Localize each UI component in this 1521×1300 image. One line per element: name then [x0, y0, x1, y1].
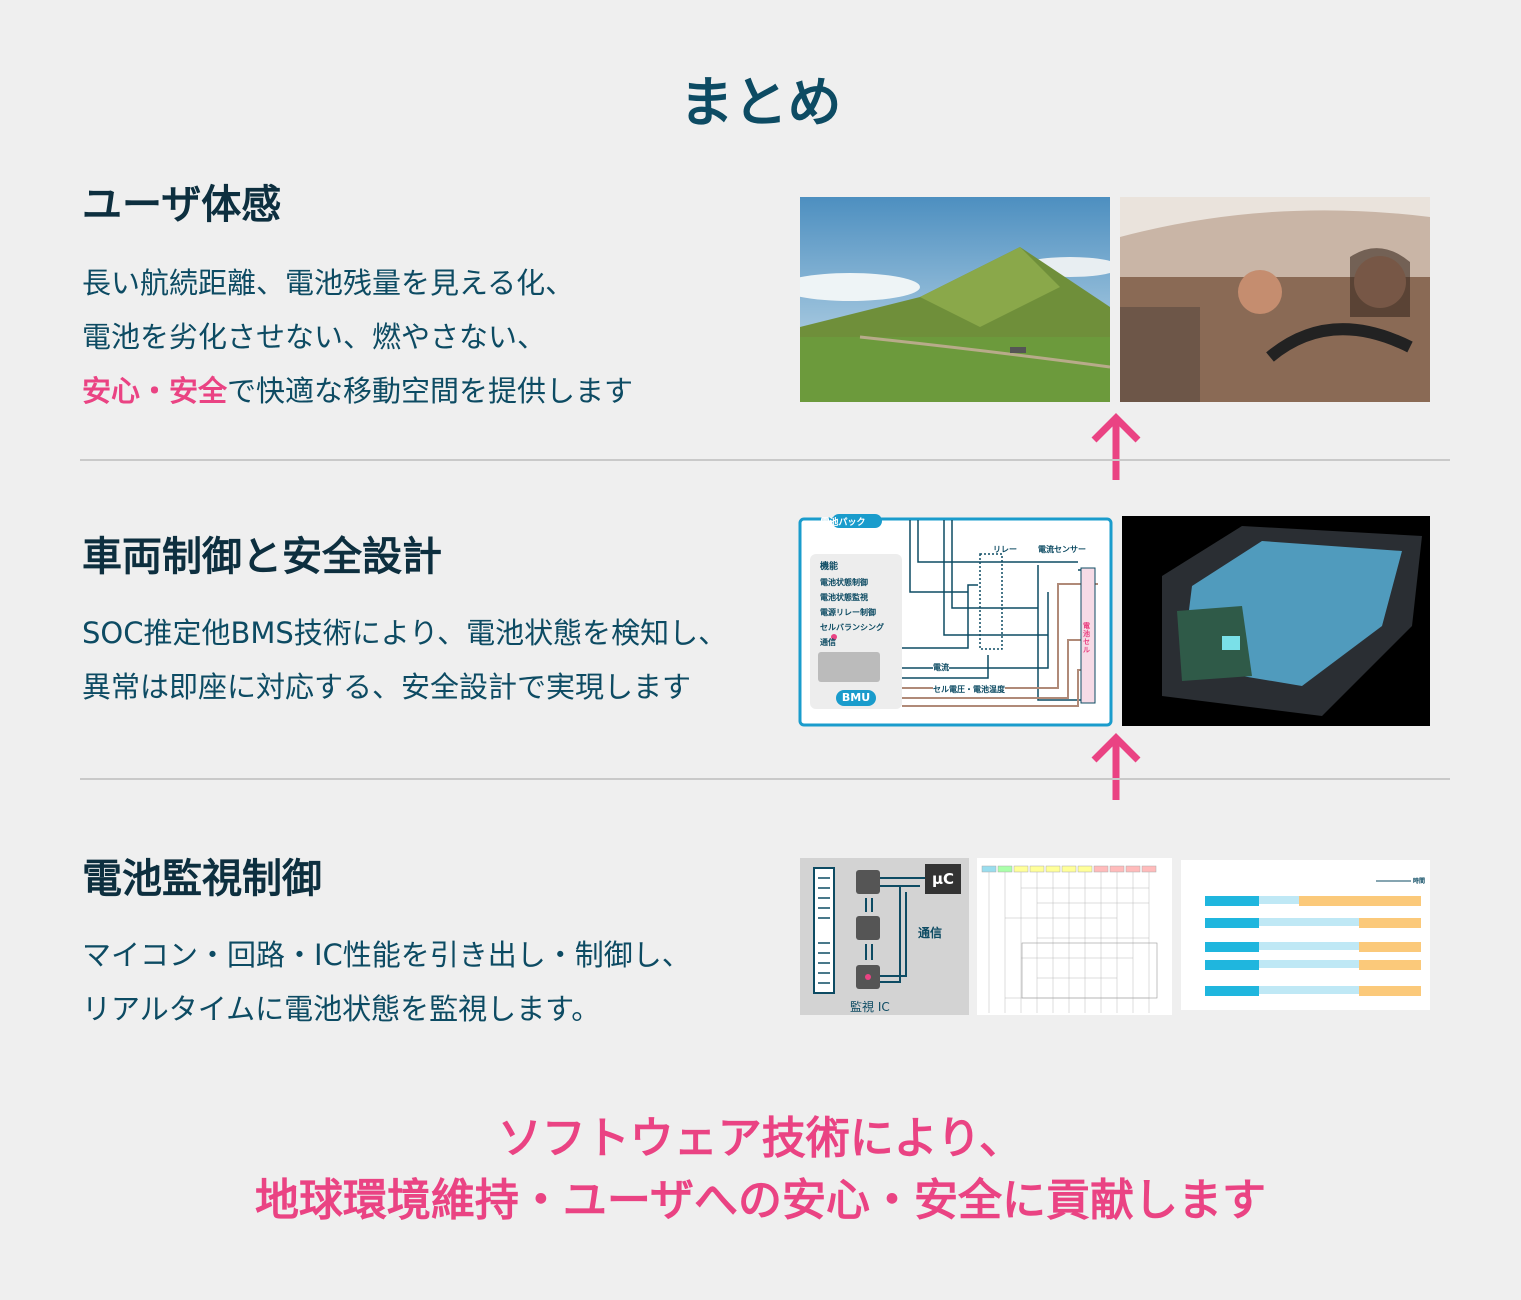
- section-heading-user-experience: ユーザ体感: [82, 182, 282, 228]
- body-line: SOC推定他BMS技術により、電池状態を検知し、: [82, 616, 728, 650]
- time-axis-label: 時間: [1413, 878, 1426, 885]
- monitor-ic-diagram: µC 通信 監視 IC: [800, 858, 969, 1015]
- final-message-line: 地球環境維持・ユーザへの安心・安全に貢献します: [254, 1175, 1267, 1226]
- bms-block-diagram: 電池パック 機能 電池状態制御 電池状態監視 電源リレー制御 セルバランシング …: [798, 510, 1114, 728]
- section-heading-battery-monitoring: 電池監視制御: [82, 856, 322, 902]
- sequence-diagram: [977, 858, 1172, 1015]
- final-message-line: ソフトウェア技術により、: [497, 1113, 1024, 1164]
- function-item: 電源リレー制御: [820, 608, 876, 617]
- section-body-user-experience: 長い航続距離、電池残量を見える化、 電池を劣化させない、燃やさない、 安心・安全…: [82, 256, 633, 418]
- timing-chart: 時間: [1181, 860, 1430, 1010]
- battery-pack-label: 電池パック: [820, 518, 866, 528]
- mcu-label: µC: [931, 870, 955, 888]
- current-label: 電流: [933, 662, 949, 673]
- body-line: リアルタイムに電池状態を監視します。: [82, 992, 601, 1026]
- section-divider: [80, 778, 1450, 780]
- bmu-label: BMU: [841, 691, 871, 704]
- function-item: セルバランシング: [820, 623, 884, 632]
- cell-voltage-label: セル電圧・電池温度: [933, 684, 1005, 695]
- body-line: 長い航続距離、電池残量を見える化、: [82, 266, 575, 300]
- functions-title: 機能: [820, 562, 839, 572]
- final-message: ソフトウェア技術により、 地球環境維持・ユーザへの安心・安全に貢献します: [0, 1108, 1521, 1232]
- arrow-up-icon: [1086, 732, 1146, 802]
- mountain-road-photo: [800, 197, 1110, 402]
- function-item: 電池状態監視: [820, 593, 868, 602]
- functions-list: 電池状態制御 電池状態監視 電源リレー制御 セルバランシング 通信: [820, 575, 884, 650]
- monitor-ic-label: 監視 IC: [850, 1000, 890, 1014]
- arrow-up-icon: [1086, 412, 1146, 482]
- body-line: マイコン・回路・IC性能を引き出し・制御し、: [82, 938, 691, 972]
- communication-label: 通信: [918, 926, 943, 940]
- section-divider: [80, 459, 1450, 461]
- current-sensor-label: 電流センサー: [1038, 545, 1086, 554]
- highlight-text: 安心・安全: [82, 374, 228, 408]
- page-title: まとめ: [679, 71, 842, 134]
- section-body-battery-monitoring: マイコン・回路・IC性能を引き出し・制御し、 リアルタイムに電池状態を監視します…: [82, 928, 691, 1036]
- section-body-vehicle-control: SOC推定他BMS技術により、電池状態を検知し、 異常は即座に対応する、安全設計…: [82, 606, 727, 714]
- body-line: 電池を劣化させない、燃やさない、: [82, 320, 547, 354]
- happy-driver-photo: [1120, 197, 1430, 402]
- battery-cell-label: 電池セル: [1083, 622, 1090, 654]
- body-line: 異常は即座に対応する、安全設計で実現します: [82, 670, 692, 704]
- relay-label: リレー: [993, 545, 1017, 554]
- body-text: で快適な移動空間を提供します: [227, 374, 634, 408]
- section-heading-vehicle-control: 車両制御と安全設計: [82, 534, 442, 580]
- body-line: 安心・安全で快適な移動空間を提供します: [82, 364, 633, 418]
- battery-pack-render: [1122, 516, 1430, 726]
- function-item: 通信: [820, 638, 836, 647]
- function-item: 電池状態制御: [820, 578, 868, 587]
